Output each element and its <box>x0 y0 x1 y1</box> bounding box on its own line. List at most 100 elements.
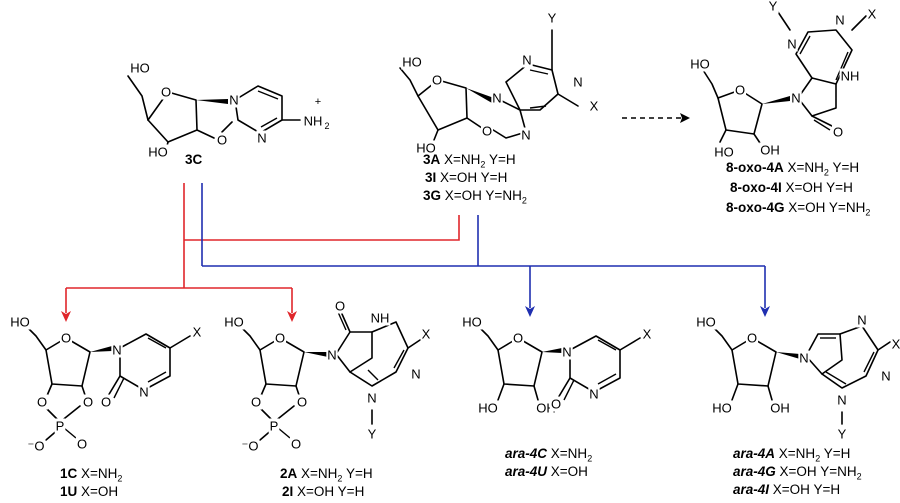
atom-label-background <box>836 426 848 442</box>
atom-label-background <box>228 92 240 108</box>
atom-o-phos: O <box>251 395 261 410</box>
atom-n1: N <box>562 345 571 360</box>
structure-3c: HO O HO O N N NH 2 + <box>127 60 331 160</box>
atom-label-background <box>369 310 391 326</box>
label-ara-4u: ara-4U X=OH <box>505 464 588 479</box>
atom-p: P <box>56 419 65 434</box>
atom-y: Y <box>838 427 847 442</box>
atom-label-background <box>588 98 600 114</box>
atom-o-minus: ⁻O <box>28 439 45 454</box>
atom-label-background <box>138 384 150 400</box>
atom-nh7: NH <box>371 311 390 326</box>
atom-label-background <box>834 12 846 28</box>
atom-label-background <box>798 350 810 366</box>
atom-o-phos: O <box>37 395 47 410</box>
structure-2: HO O O O P ⁻O O N O NH N N X Y <box>223 298 432 454</box>
atom-label-background <box>733 82 747 98</box>
atom-nh2: NH <box>304 114 323 129</box>
atom-label-background <box>420 326 432 342</box>
atom-x: X <box>422 327 431 342</box>
atom-label-background <box>54 418 66 434</box>
atom-n9: N <box>799 351 808 366</box>
atom-n1: N <box>411 367 420 382</box>
label-ara-4a: ara-4A X=NH2 Y=H <box>733 446 851 464</box>
atom-x: X <box>193 325 202 340</box>
label-1c: 1C X=NH2 <box>60 466 123 484</box>
atom-label-background <box>401 54 423 70</box>
atom-x: X <box>590 99 599 114</box>
atom-label-background <box>430 72 444 88</box>
atom-label-background <box>521 52 533 68</box>
atom-ho-3: HO <box>712 401 732 416</box>
label-8-oxo-4g: 8-oxo-4G X=OH Y=NH2 <box>726 200 871 218</box>
atom-label-background <box>129 60 151 76</box>
atom-n3: N <box>139 385 148 400</box>
atom-label-background <box>831 124 845 140</box>
atom-o-ring: O <box>161 85 171 100</box>
atom-o8: O <box>335 299 345 314</box>
atom-label-background <box>836 392 848 408</box>
atom-ho-3: HO <box>714 145 734 160</box>
atom-x: X <box>868 7 877 22</box>
label-8-oxo-4a: 8-oxo-4A X=NH2 Y=H <box>726 160 860 178</box>
atom-label-background <box>461 314 483 330</box>
atom-o2: O <box>551 397 561 412</box>
structure-ara-purine: HO O HO OH N N N N X Y <box>695 312 900 442</box>
label-ara-4g: ara-4G X=OH Y=NH2 <box>733 464 862 482</box>
atom-y: Y <box>769 0 778 14</box>
atom-y: Y <box>368 427 377 442</box>
atom-label-background <box>9 314 31 330</box>
structure-1: HO O O O P ⁻O O N N O X <box>9 314 203 454</box>
label-2a: 2A X=NH2 Y=H <box>280 466 373 484</box>
label-3g: 3G X=OH Y=NH2 <box>423 188 527 206</box>
atom-label-background <box>75 436 89 452</box>
atom-label-background <box>695 314 717 330</box>
atom-n3: N <box>367 391 376 406</box>
atom-label-background <box>713 144 735 160</box>
atom-o-minus: ⁻O <box>242 439 259 454</box>
atom-n9: N <box>791 91 800 106</box>
atom-o-phos: O <box>83 395 93 410</box>
atom-n1: N <box>835 13 844 28</box>
atom-n9: N <box>492 91 501 106</box>
label-8-oxo-4i: 8-oxo-4I X=OH Y=H <box>730 180 853 195</box>
atom-label-background <box>689 56 711 72</box>
atom-o-ring: O <box>735 83 745 98</box>
atom-label-background <box>572 74 584 90</box>
atom-n1: N <box>229 93 238 108</box>
atom-o-ring: O <box>61 331 71 346</box>
atom-label-background <box>99 394 113 410</box>
atom-ho-3: HO <box>478 401 498 416</box>
atom-label-background <box>302 113 324 129</box>
atom-x: X <box>892 337 900 352</box>
atom-n3: N <box>257 131 266 146</box>
atom-label-background <box>520 127 532 143</box>
structure-3aig: HO O HO O N N N N Y X <box>399 10 600 156</box>
structure-ara-pyrimidine: HO O HO OH N N O X <box>461 314 653 416</box>
atom-label-background <box>323 121 331 131</box>
atom-label-background <box>890 336 900 352</box>
atom-label-background <box>326 347 338 363</box>
atom-label-background <box>295 394 309 410</box>
atom-n1: N <box>881 369 890 384</box>
atom-oh-2: OH <box>760 143 780 158</box>
atom-o8: O <box>833 125 843 140</box>
atom-label-background <box>477 400 499 416</box>
atom-label-background <box>480 123 494 139</box>
atom-o-phosphoryl: O <box>77 437 87 452</box>
atom-ho-3: HO <box>416 141 436 156</box>
atom-x: X <box>643 327 652 342</box>
atom-nh7: NH <box>841 69 860 84</box>
atom-label-background <box>159 84 173 100</box>
atom-label-background <box>313 96 323 108</box>
atom-label-background <box>511 330 525 346</box>
label-2i: 2I X=OH Y=H <box>282 484 365 499</box>
label-ara-4i: ara-4I X=OH Y=H <box>733 482 841 497</box>
atom-label-background <box>273 330 287 346</box>
atom-label-background <box>111 342 123 358</box>
atom-label-background <box>147 144 169 160</box>
atom-sub2: 2 <box>324 121 329 131</box>
atom-label-background <box>767 0 779 14</box>
atom-label-background <box>333 298 347 314</box>
